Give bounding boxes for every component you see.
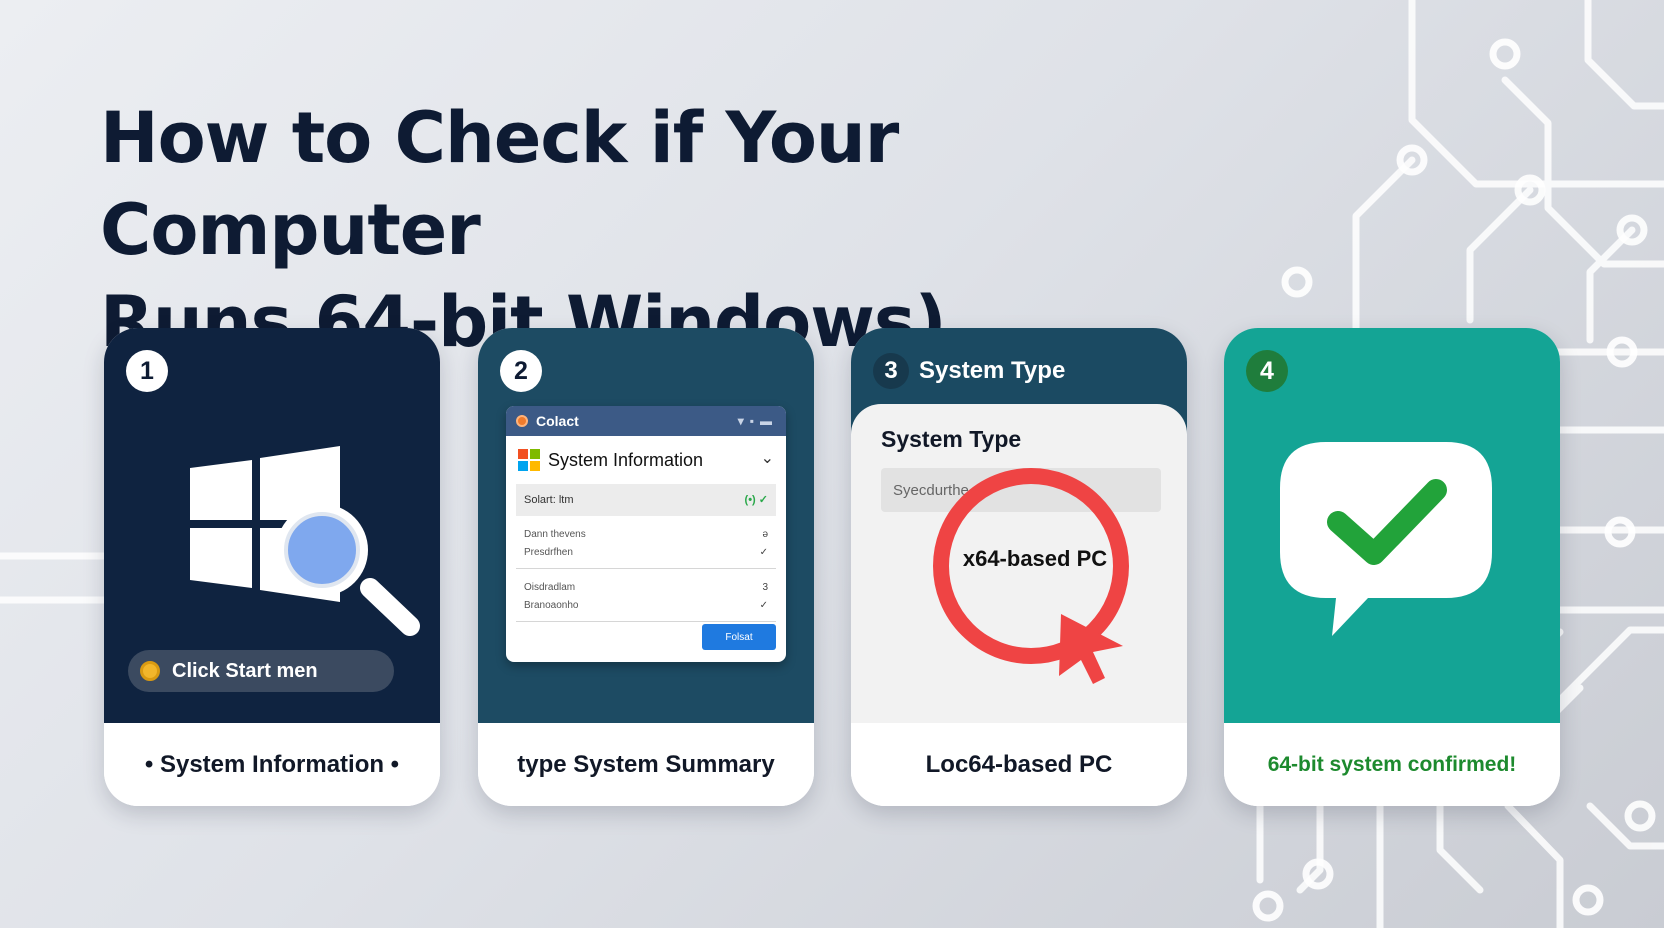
window-controls-icon[interactable]: ▾▪▬ [737,414,778,428]
page-title: How to Check if Your Computer Runs 64-bi… [100,92,1280,368]
select-item-row[interactable]: Solart: ltm (•) ✓ [516,484,776,516]
system-information-label: System Information [548,449,704,470]
system-type-header: System Type [919,357,1066,384]
step-card-3-header: 3 System Type [873,350,1065,392]
system-type-value: x64-based PC [962,546,1108,571]
windows-logo-magnifier-icon [190,446,420,636]
system-type-label: System Type [881,426,1022,452]
chevron-down-icon[interactable]: ⌄ [760,450,774,467]
system-information-heading[interactable]: System Information ⌄ [506,436,786,484]
step-card-4-visual: 4 [1224,328,1560,723]
microsoft-logo-icon [518,449,540,471]
step-card-4: 4 64-bit system confirmed! [1224,328,1560,806]
system-information-dialog: Colact ▾▪▬ System Information ⌄ Solart: … [506,406,786,662]
step-number-badge: 3 [873,353,909,389]
step-card-2: 2 Colact ▾▪▬ System Information ⌄ Solart… [478,328,814,806]
list-item[interactable]: Presdrfhen✓ [524,547,768,558]
start-dot-icon [140,661,160,681]
app-icon [516,415,528,427]
step-card-3-visual: 3 System Type System Type Syecdurthe x64… [851,328,1187,734]
step-number-badge: 4 [1246,350,1288,392]
step-number-badge: 2 [500,350,542,392]
list-item[interactable]: Branoaonho✓ [524,600,768,611]
dialog-action-button[interactable]: Folsat [702,624,776,650]
step-card-3: 3 System Type System Type Syecdurthe x64… [851,328,1187,806]
step-card-2-visual: 2 Colact ▾▪▬ System Information ⌄ Solart… [478,328,814,723]
step-card-3-caption: Loc64-based PC [851,723,1187,806]
highlight-circle-icon [933,468,1129,684]
page-title-line-1: How to Check if Your Computer [100,97,899,271]
step-card-2-caption: type System Summary [478,723,814,806]
select-item-label: Solart: ltm [524,494,574,506]
select-item-tag: (•) ✓ [744,494,768,506]
checkmark-chat-bubble-icon [1280,442,1492,636]
step-card-1-caption: • System Information • [104,723,440,806]
system-type-panel: System Type Syecdurthe x64-based PC [851,404,1187,734]
dialog-title-bar: Colact ▾▪▬ [506,406,786,436]
click-start-menu-label: Click Start men [172,659,318,682]
dialog-title: Colact [536,413,579,429]
step-number-badge: 1 [126,350,168,392]
click-start-menu-pill[interactable]: Click Start men [128,650,394,692]
step-card-1-visual: 1 Click Start men [104,328,440,723]
step-card-1: 1 Click Start men • System Information • [104,328,440,806]
step-card-4-caption: 64-bit system confirmed! [1224,723,1560,806]
